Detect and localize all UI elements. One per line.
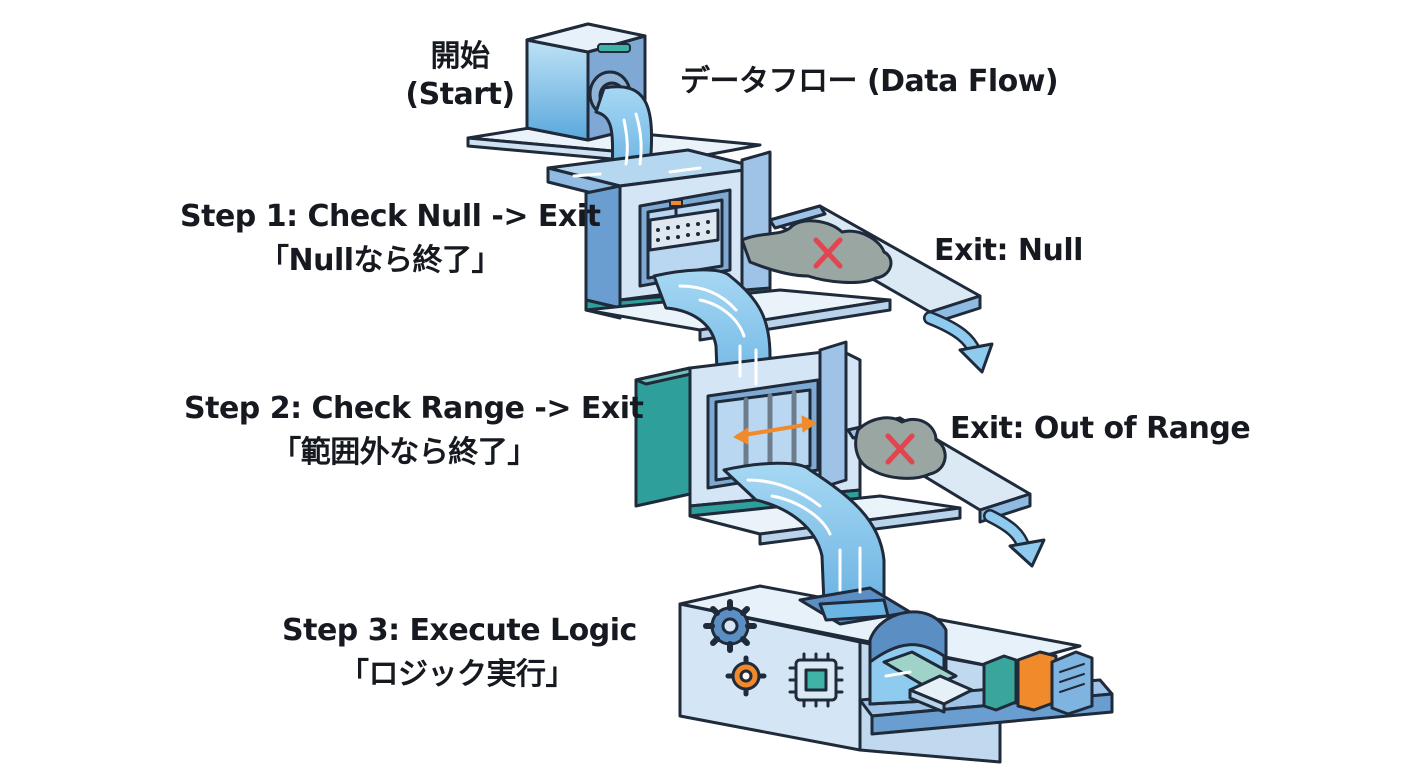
gear-icon-orange <box>725 655 767 697</box>
filter-dots <box>656 220 710 242</box>
step1-label-ja: 「Nullなら終了」 <box>258 243 502 278</box>
step1-label-en: Step 1: Check Null -> Exit <box>180 199 601 234</box>
flow-step2 <box>722 461 886 606</box>
range-gate-icon <box>733 415 817 445</box>
step2-label-ja: 「範囲外なら終了」 <box>271 435 537 470</box>
step3-label: Step 3: Execute Logic 「ロジック実行」 <box>282 612 637 694</box>
step3-label-en: Step 3: Execute Logic <box>282 613 637 648</box>
step2-label: Step 2: Check Range -> Exit 「範囲外なら終了」 <box>184 390 644 472</box>
start-label-ja: 開始 <box>430 39 491 74</box>
data-block-icon-slab <box>882 650 974 714</box>
filter-screen-icon <box>648 208 720 252</box>
gear-icon <box>703 599 757 653</box>
step1-label: Step 1: Check Null -> Exit 「Nullなら終了」 <box>180 198 601 280</box>
step3-label-ja: 「ロジック実行」 <box>339 657 576 692</box>
chip-icon <box>788 652 844 708</box>
water-streaks <box>572 112 912 678</box>
start-label: 開始 (Start) <box>405 38 515 114</box>
start-label-en: (Start) <box>405 77 515 112</box>
exit-range-label: Exit: Out of Range <box>950 411 1251 446</box>
exit-x-icon <box>813 237 843 269</box>
data-flow-label: データフロー (Data Flow) <box>680 64 1059 99</box>
data-block-icon <box>982 650 1094 716</box>
smoke-null <box>740 219 893 284</box>
exit-null-label: Exit: Null <box>934 233 1083 268</box>
step2-label-en: Step 2: Check Range -> Exit <box>184 391 644 426</box>
exit-x-icon-2 <box>885 433 915 465</box>
